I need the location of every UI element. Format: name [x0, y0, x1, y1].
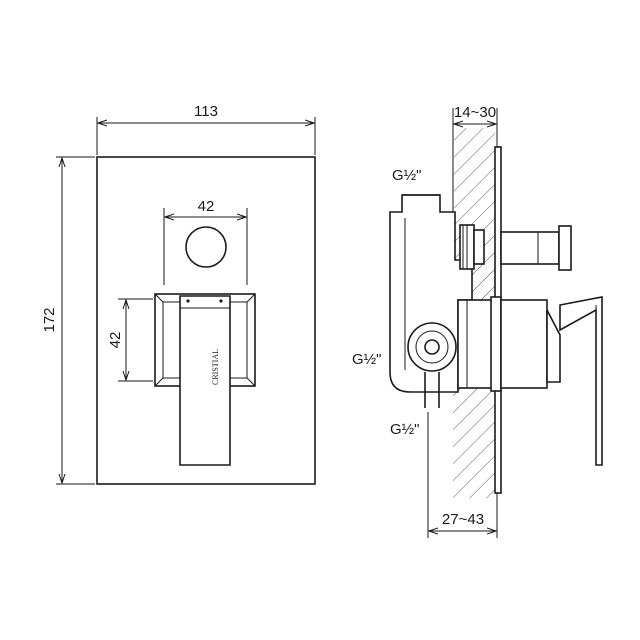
side-view: 14~30: [352, 104, 603, 538]
brand-logo: CRISTIAL: [211, 349, 220, 385]
port-bottom-label: G½": [390, 421, 420, 438]
port-middle-label: G½": [352, 351, 382, 368]
trim-height-label: 42: [107, 332, 124, 349]
button-width-label: 42: [198, 198, 215, 215]
depth-bottom-dimension: 27~43: [427, 412, 498, 538]
depth-top-label: 14~30: [454, 104, 496, 121]
port-top-label: G½": [392, 167, 422, 184]
outlet-port-side: [407, 322, 457, 408]
diverter-stem: [500, 225, 572, 271]
button-width-dimension: 42: [163, 198, 248, 285]
width-dimension: 113: [96, 103, 316, 155]
height-label: 172: [41, 307, 58, 332]
width-label: 113: [194, 103, 218, 120]
diverter-button: [185, 226, 227, 268]
height-dimension: 172: [41, 156, 95, 485]
handle-body-side: [457, 296, 603, 466]
cover-plate: [96, 156, 316, 485]
front-view: 113 172 42: [41, 103, 316, 485]
trim-height-dimension: 42: [107, 298, 153, 382]
inlet-fitting-top: [459, 224, 485, 270]
depth-top-dimension: 14~30: [452, 104, 498, 230]
lever-handle: [179, 295, 231, 466]
depth-bottom-label: 27~43: [442, 511, 484, 528]
